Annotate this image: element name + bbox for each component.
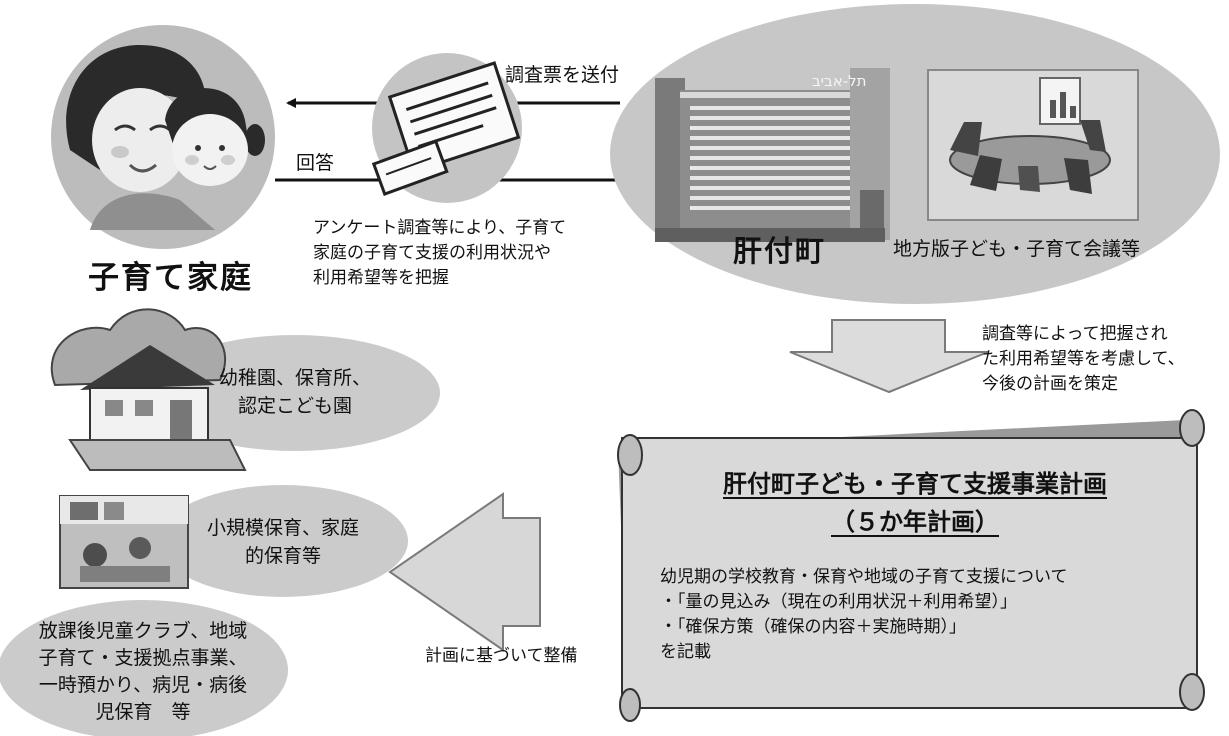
- town-hall-building-illustration: [655, 68, 890, 242]
- plan-body-line-4: を記載: [660, 642, 711, 662]
- service-1-line-2: 認定こども園: [237, 395, 352, 417]
- reply-label: 回答: [296, 152, 335, 174]
- service-3-line-2: 子育て・支援拠点事業、: [38, 647, 248, 669]
- building-sign: תל-אביב: [812, 72, 867, 90]
- town-name: 肝付町: [733, 234, 827, 268]
- service-3-line-1: 放課後児童クラブ、地域: [38, 620, 248, 642]
- plan-body-line-3: ・「確保方策（確保の内容＋実施時期）」: [660, 617, 966, 637]
- questionnaire-illustration: [371, 53, 522, 203]
- service-3-line-3: 一時預かり、病児・病後: [38, 674, 248, 696]
- down-arrow: [789, 319, 989, 394]
- plan-note-line-3: 今後の計画を策定: [982, 374, 1118, 394]
- family-label: 子育て家庭: [88, 260, 253, 296]
- service-2-line-1: 小規模保育、家庭: [206, 517, 359, 539]
- survey-note-line-2: 家庭の子育て支援の利用状況や: [313, 243, 551, 263]
- service-3-line-4: 児保育 等: [95, 701, 191, 723]
- council-label: 地方版子ども・子育て会議等: [893, 238, 1141, 260]
- council-meeting-illustration: [927, 69, 1139, 221]
- based-on-plan-label: 計画に基づいて整備: [425, 646, 578, 666]
- service-ellipse-2: [158, 485, 408, 597]
- plan-body-line-2: ・「量の見込み（現在の利用状況＋利用希望）」: [660, 592, 1017, 612]
- plan-note-line-2: た利用希望等を考慮して、: [982, 349, 1185, 369]
- plan-body-line-1: 幼児期の学校教育・保育や地域の子育て支援について: [660, 567, 1068, 587]
- send-label: 調査票を送付: [505, 64, 620, 86]
- service-2-line-2: 的保育等: [244, 545, 321, 567]
- plan-scroll: [617, 409, 1205, 722]
- plan-subtitle: （５か年計画）: [831, 508, 999, 536]
- plan-note-line-1: 調査等によって把握され: [982, 324, 1168, 344]
- small-daycare-illustration: [59, 495, 189, 589]
- family-illustration: [51, 25, 275, 249]
- service-ellipse-3: [0, 600, 288, 736]
- survey-note-line-1: アンケート調査等により、子育て: [313, 218, 567, 238]
- survey-note-line-3: 利用希望等を把握: [313, 268, 449, 288]
- plan-title: 肝付町子ども・子育て支援事業計画: [723, 470, 1107, 498]
- kindergarten-illustration: [50, 308, 247, 471]
- left-arrow: [388, 492, 541, 652]
- service-1-line-1: 幼稚園、保育所、: [218, 367, 371, 389]
